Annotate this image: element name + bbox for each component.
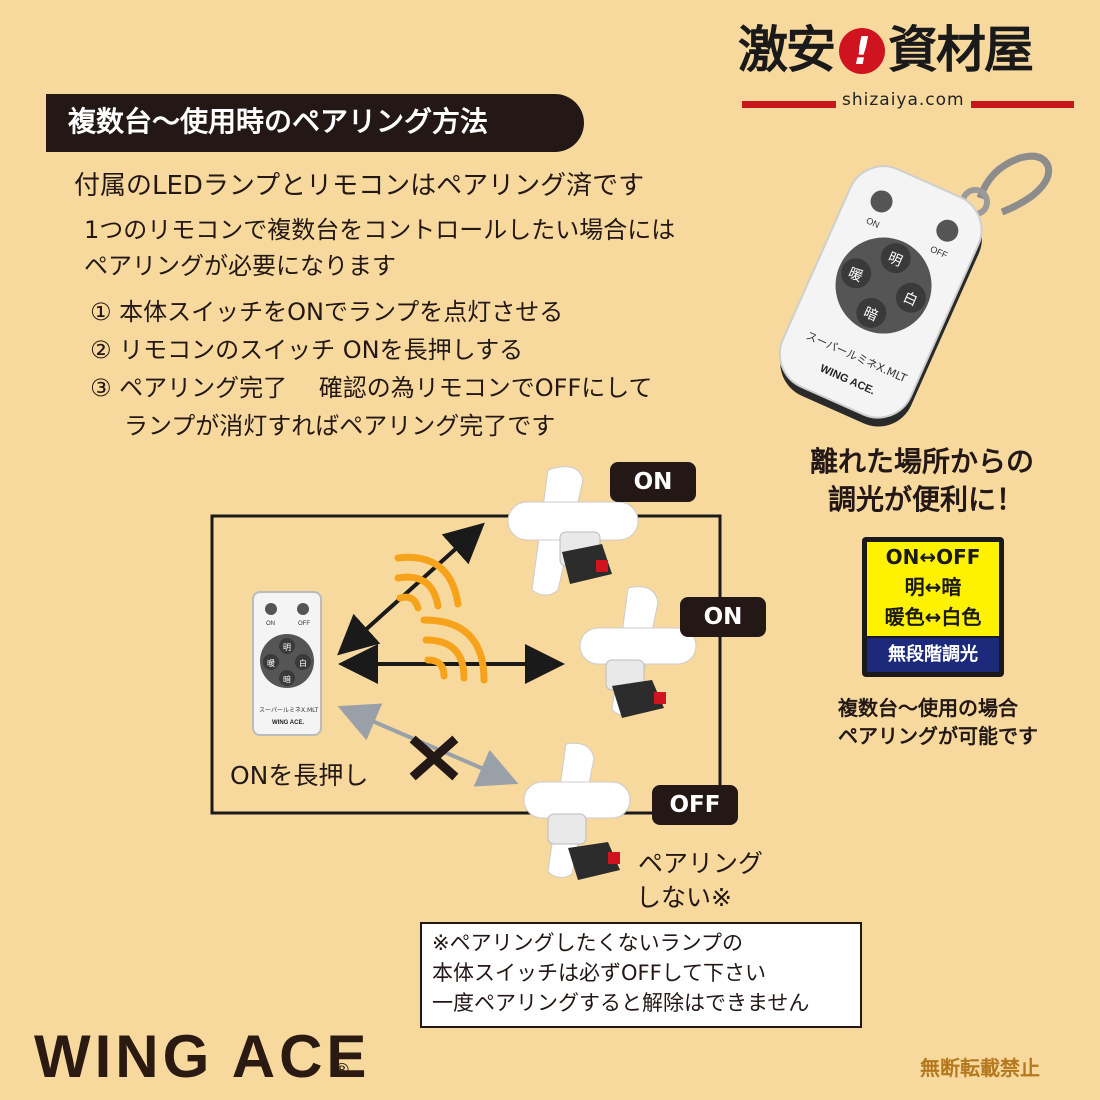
- step-2: ② リモコンのスイッチ ONを長押しする: [90, 336, 524, 364]
- promo-line-2: 調光が便利に！: [828, 483, 1025, 516]
- no-pair-line-1: ペアリング: [638, 849, 764, 878]
- signal-wave-icon-2: [420, 616, 488, 684]
- small-remote-off: OFF: [298, 621, 310, 627]
- step-1: ① 本体スイッチをONでランプを点灯させる: [90, 298, 564, 326]
- note-line-3: 一度ペアリングすると解除はできません: [432, 991, 810, 1015]
- blocked-x-icon: [409, 735, 459, 781]
- intro-line-2: 1つのリモコンで複数台をコントロールしたい場合には: [84, 216, 676, 244]
- remote-big-btn-dark: 暗: [861, 305, 880, 325]
- shop-logo: 激安 ! 資材屋 shizaiya.com: [738, 21, 1078, 110]
- logo-exclamation: !: [839, 28, 885, 74]
- heading-text: 複数台～使用時のペアリング方法: [68, 105, 489, 138]
- logo-text-2: 資材屋: [888, 21, 1034, 79]
- small-remote-on: ON: [266, 621, 275, 627]
- small-remote-icon: ON OFF 明 暖 白 暗 スーパールミネX.MLT WING ACE.: [252, 591, 322, 736]
- dimming-badge: ON↔OFF 明↔暗 暖色↔白色 無段階調光: [862, 537, 1004, 677]
- hold-caption: ONを長押し: [230, 761, 369, 790]
- no-pair-line-2: しない※: [636, 883, 732, 912]
- intro-line-3: ペアリングが必要になります: [84, 252, 396, 280]
- note-line-2: 本体スイッチは必ずOFFして下さい: [432, 961, 767, 985]
- remote-big-btn-bright: 明: [885, 250, 904, 270]
- signal-wave-icon-1: [394, 553, 462, 612]
- copyright-notice: 無断転載禁止: [920, 1056, 1040, 1080]
- diagram-frame: [210, 514, 722, 815]
- small-remote-btn-bright: 明: [283, 643, 291, 652]
- remote-big-btn-white: 白: [900, 289, 919, 309]
- lamp-1-state-label: ON: [610, 462, 696, 502]
- small-remote-model: スーパールミネX.MLT: [259, 707, 319, 714]
- warning-note: ※ペアリングしたくないランプの 本体スイッチは必ずOFFして下さい 一度ペアリン…: [420, 922, 862, 1028]
- badge-row-color: 暖色↔白色: [884, 605, 982, 629]
- badge-row-brightness: 明↔暗: [904, 575, 962, 599]
- step-3-continued: ランプが消灯すればペアリング完了です: [124, 412, 556, 440]
- step-3: ③ ペアリング完了 確認の為リモコンでOFFにして: [90, 374, 653, 402]
- led-lamp-3: [523, 742, 631, 880]
- badge-row-onoff: ON↔OFF: [885, 545, 981, 569]
- arrow-to-lamp-3: [337, 703, 519, 787]
- badge-features: ON↔OFF 明↔暗 暖色↔白色: [867, 542, 999, 636]
- brand-logo: WING ACE: [34, 1023, 371, 1090]
- registered-mark: ®: [333, 1060, 351, 1081]
- multi-line-1: 複数台～使用の場合: [838, 696, 1018, 720]
- lamp-3-state-label: OFF: [652, 785, 738, 825]
- logo-url: shizaiya.com: [836, 90, 971, 110]
- multi-line-2: ペアリングが可能です: [838, 724, 1038, 748]
- remote-control-illustration: ON OFF 明 暖 白 暗 スーパールミネX.MLT WING ACE.: [778, 152, 1053, 427]
- arrow-to-lamp-1: [337, 522, 485, 656]
- small-remote-btn-white: 白: [299, 658, 307, 668]
- remote-big-btn-warm: 暖: [846, 265, 865, 285]
- led-lamp-1: [507, 466, 639, 596]
- intro-line-1: 付属のLEDランプとリモコンはペアリング済です: [74, 171, 645, 201]
- note-line-1: ※ペアリングしたくないランプの: [432, 931, 743, 955]
- promo-line-1: 離れた場所からの: [810, 445, 1035, 478]
- section-heading: 複数台～使用時のペアリング方法: [46, 94, 584, 152]
- led-lamp-2: [579, 586, 697, 718]
- small-remote-btn-dark: 暗: [283, 674, 291, 684]
- logo-text-1: 激安: [738, 21, 836, 79]
- small-remote-btn-warm: 暖: [267, 659, 275, 668]
- badge-stepless: 無段階調光: [867, 638, 999, 672]
- lamp-2-state-label: ON: [680, 597, 766, 637]
- small-remote-brand: WING ACE.: [272, 720, 304, 726]
